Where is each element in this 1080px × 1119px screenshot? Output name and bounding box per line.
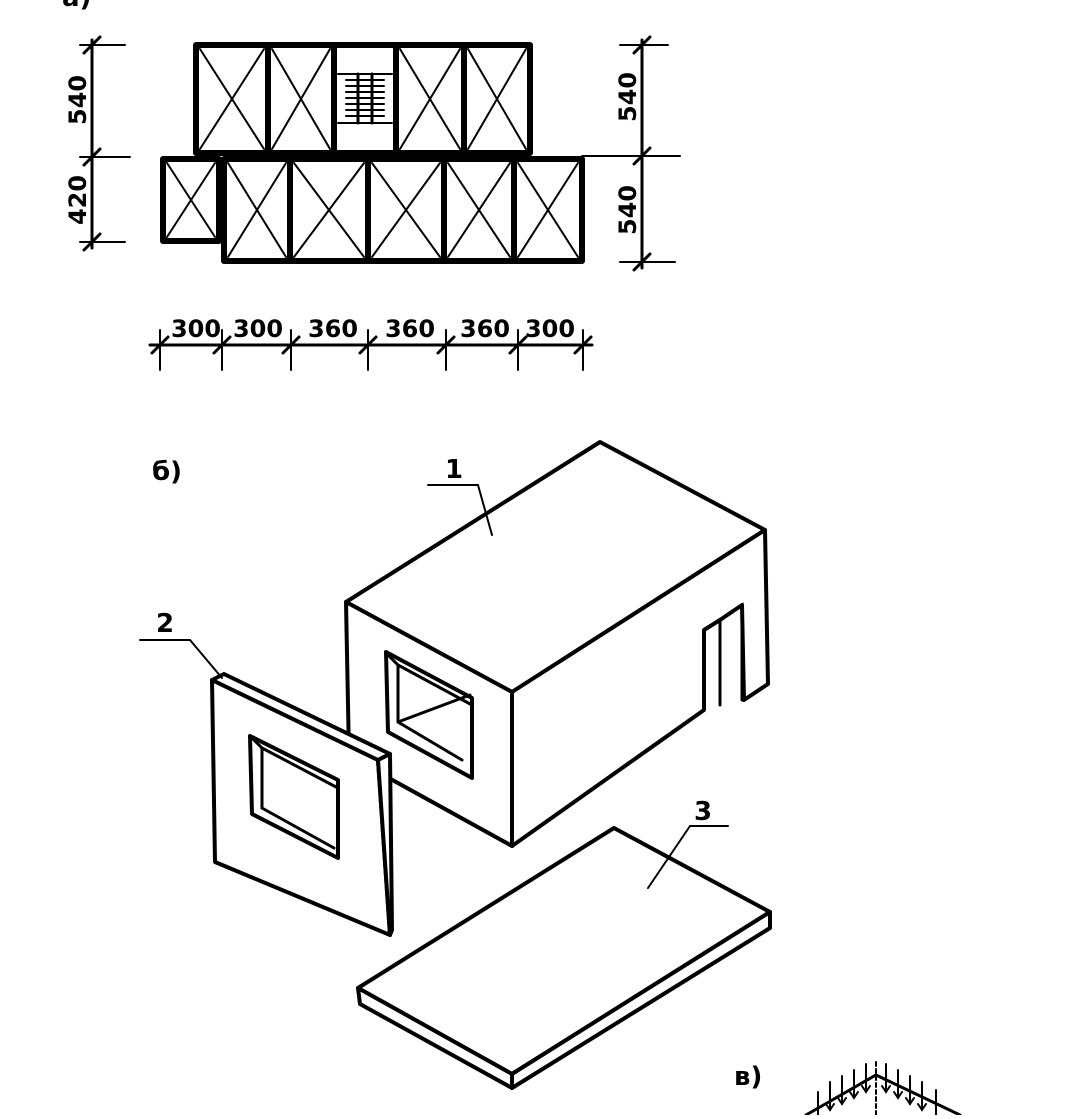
plan-top-row: [193, 42, 533, 156]
bottom-dim-2: 300: [233, 315, 283, 343]
bottom-dim-5: 360: [460, 315, 510, 343]
panel-c-label: в): [734, 1062, 762, 1092]
left-dimension-chain: 540 420: [64, 35, 131, 252]
callout-3: 3: [694, 797, 712, 827]
bottom-dim-1: 300: [171, 315, 221, 343]
load-arrows: [804, 1061, 962, 1117]
bottom-dim-4: 360: [385, 315, 435, 343]
stair-module: [337, 72, 393, 125]
bottom-dim-3: 360: [308, 315, 358, 343]
callouts: 1 2 3: [139, 455, 729, 889]
right-dim-bottom: 540: [614, 185, 642, 235]
right-dim-top: 540: [614, 72, 642, 122]
callout-1: 1: [445, 455, 463, 485]
left-dim-top: 540: [64, 75, 92, 125]
panel-b: б): [139, 440, 772, 1090]
panel-a-label: a): [62, 0, 91, 13]
slab-side-edge: [510, 910, 772, 1090]
panel-a: a) 540 420 540 540: [62, 0, 681, 371]
small-module: [160, 156, 222, 244]
top-row-outline: [193, 42, 533, 156]
panel-c: в): [734, 1061, 962, 1117]
volumetric-block: [344, 440, 770, 848]
panel-b-label: б): [152, 457, 182, 487]
right-dimension-chain: 540 540: [581, 35, 681, 272]
floor-slab: [356, 826, 772, 1090]
wall-panel-side-edge: [376, 752, 394, 937]
block-door-opening: [702, 602, 744, 702]
left-dim-bottom: 420: [64, 175, 92, 225]
bottom-dimension-chain: 300 300 360 360 360 300: [148, 315, 594, 371]
callout-2: 2: [156, 609, 174, 639]
wall-panel-window: [248, 734, 340, 860]
bottom-dim-6: 300: [525, 315, 575, 343]
block-window: [384, 650, 474, 780]
wall-panel: [210, 672, 394, 937]
plan-bottom-row: [160, 156, 585, 264]
bottom-row-outline: [221, 156, 585, 264]
